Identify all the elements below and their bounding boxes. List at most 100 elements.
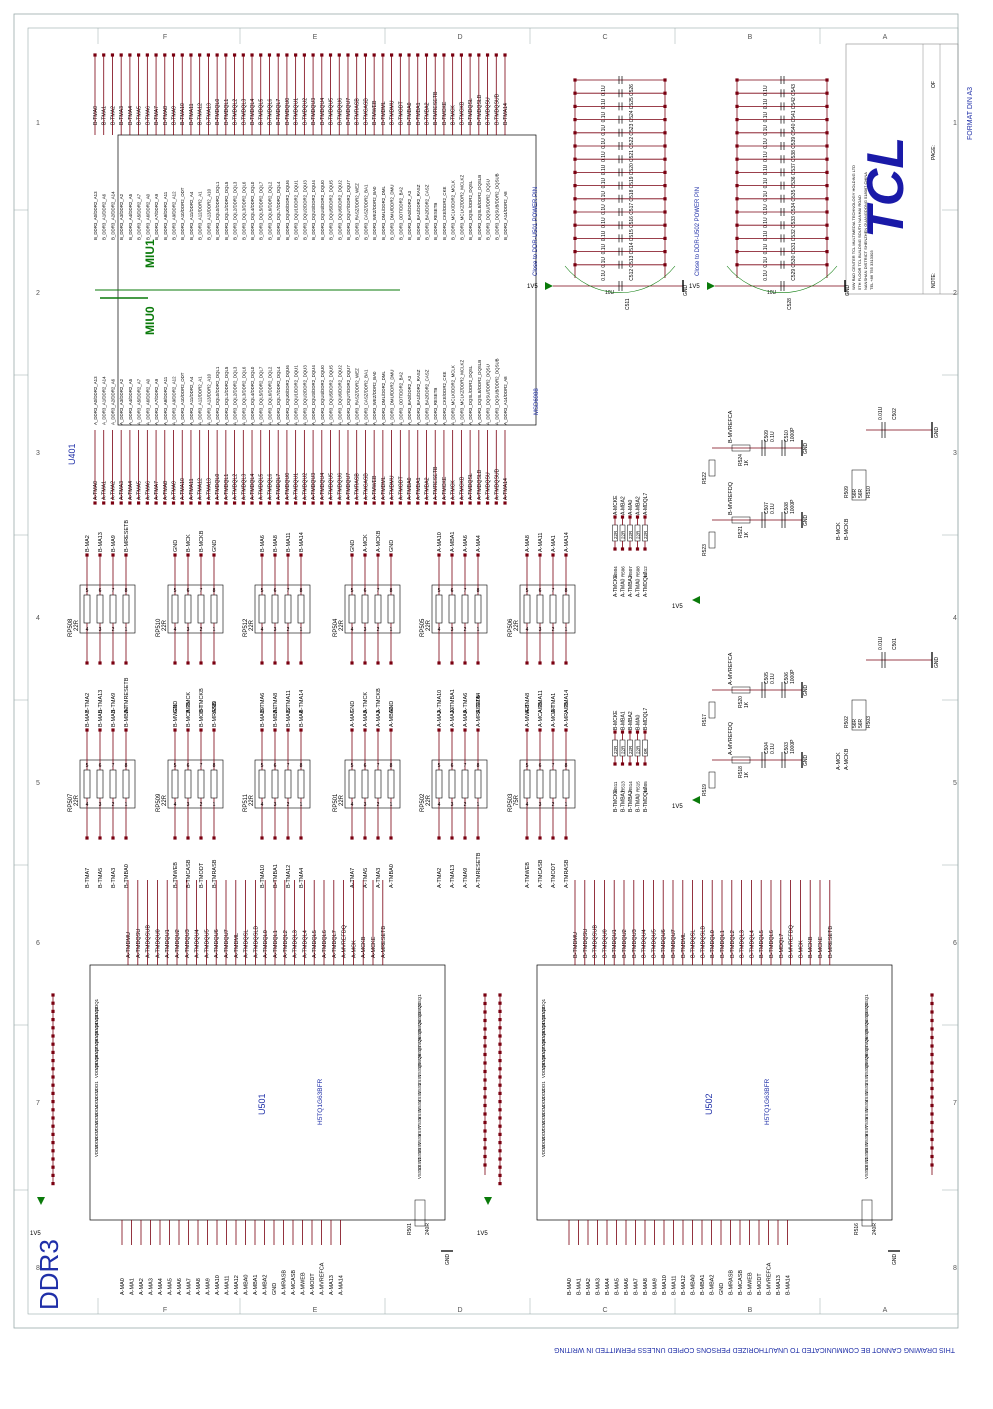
u401-b-net: B-TMDQL4 bbox=[250, 99, 256, 125]
rpack-pin-num: 4 bbox=[526, 627, 529, 633]
u401-a-net: A-TMDQL2 bbox=[233, 474, 239, 500]
cap-ref: C522 bbox=[629, 137, 635, 149]
rpack-value: 22R bbox=[249, 794, 255, 806]
rpack-pin bbox=[363, 728, 367, 732]
u401-b-pin-name: B_DDR3_DQL4/DDR2_DQL0 bbox=[250, 181, 255, 240]
u401-b-net: B-TMDQU6 bbox=[337, 98, 343, 125]
vref-cap-ref: C508 bbox=[784, 502, 790, 514]
rpack-pin bbox=[273, 553, 277, 557]
rpack-net-b: B-TMA5 bbox=[98, 868, 104, 888]
rpack-pin bbox=[186, 728, 190, 732]
u401-b-pin-name: B_DDR3_A14/DDR2_A8 bbox=[503, 191, 508, 240]
chip-pwr-pin: VDD2 bbox=[94, 1089, 99, 1101]
rpack-pin bbox=[437, 836, 441, 840]
chip-data-net: A-MVREFDQ bbox=[342, 924, 348, 958]
u401-b-net: B-TMWEB bbox=[372, 100, 378, 125]
u401-b-pin-name: B_DDR3_DML/DDR2_DML bbox=[381, 186, 386, 240]
chip-pwr-pin: VDDQ9 bbox=[94, 1062, 99, 1078]
u401-b-net: B-TMDQL2 bbox=[233, 99, 239, 125]
rpack-pin-num: 8 bbox=[300, 588, 303, 594]
rpack-net-b: B-TMBA1 bbox=[273, 864, 279, 888]
cap-value: 0.1U bbox=[763, 98, 769, 109]
chip-data-net: B-TMDQU5 bbox=[651, 929, 657, 958]
chip-pwr-pin: VDDQ8 bbox=[541, 1054, 546, 1070]
rpack-net-b: A-TMA3 bbox=[376, 868, 382, 888]
u401-b-pin-name: B_DDR3_A1/DDR2_A6 bbox=[102, 193, 107, 240]
cap-ref: C529 bbox=[791, 269, 797, 281]
cap-value: 0.1U bbox=[601, 270, 607, 281]
rpack-net-b: A-TMA14 bbox=[564, 690, 570, 713]
chip-pwr-pin: VDDQ1 bbox=[541, 998, 546, 1014]
term-ref: R510 bbox=[866, 486, 872, 498]
rpack-pin bbox=[199, 836, 203, 840]
rpack-net-b: B-TMA12 bbox=[286, 865, 292, 888]
cap-value: 0.1U bbox=[601, 125, 607, 136]
chip-addr-net: A-MA5 bbox=[168, 1278, 174, 1295]
chip-addr-net: B-MA2 bbox=[586, 1278, 592, 1295]
chip-data-net: A-MCKE bbox=[371, 936, 377, 958]
chip-pwr-pin: VDD9 bbox=[94, 1145, 99, 1157]
rpack-pin-num: 1 bbox=[213, 627, 216, 633]
rpack-pin bbox=[437, 661, 441, 665]
rpack-element bbox=[210, 769, 218, 799]
chip-gnd-pin: VSS12 bbox=[864, 1165, 869, 1179]
chip-pwr-pin: VDD3 bbox=[541, 1097, 546, 1109]
rpack-element bbox=[284, 769, 292, 799]
rpack-pin bbox=[199, 661, 203, 665]
chip-data-net: B-TMDQL5 bbox=[759, 930, 765, 958]
cap-ref: C518 bbox=[629, 189, 635, 201]
u401-a-pin-name: A_DDR3_BA1/DDR2_RASZ bbox=[416, 369, 421, 425]
chip-addr-net: B-MA14 bbox=[786, 1275, 792, 1295]
vref-res-ref: R520 bbox=[738, 696, 744, 708]
u401-a-net: A-TMBA1 bbox=[416, 477, 422, 500]
u401-b-pin-name: B_DDR3_A3/DDR2_A2 bbox=[119, 193, 124, 240]
rpack-pin bbox=[199, 728, 203, 732]
rpack-ref: RP511 bbox=[243, 793, 249, 812]
chip-data-net: B-TMDQSL bbox=[691, 930, 697, 958]
rpack-net-a: B-MRASB bbox=[212, 702, 218, 727]
term-ref: R503 bbox=[866, 716, 872, 728]
series-net-left: B-TMBA2 bbox=[628, 790, 634, 812]
decap-note: Close to DDR-U502 POWER PIN bbox=[695, 187, 701, 276]
u401-a-net: A-TMA6 bbox=[145, 481, 151, 500]
u401-b-pin-name: B_DDR3_A4/DDR2_A5 bbox=[128, 193, 133, 240]
rpack-net-a: B-MCASB bbox=[186, 702, 192, 727]
rpack-pin-num: 8 bbox=[565, 588, 568, 594]
rpack-pin-num: 7 bbox=[552, 763, 555, 769]
cap-value: 0.1U bbox=[601, 98, 607, 109]
rpack-pin bbox=[273, 661, 277, 665]
u401-a-pin-name: A_DDR3_DQL6/DDR2_DQL2 bbox=[267, 366, 272, 425]
rpack-net-b: A-TMCKB bbox=[376, 688, 382, 713]
u401-a-pin bbox=[407, 501, 411, 505]
rpack-pin bbox=[260, 553, 264, 557]
chip-addr-net: A-MA13 bbox=[329, 1275, 335, 1295]
u401-a-pin-name: A_DDR3_A1/DDR2_A14 bbox=[102, 376, 107, 425]
chip-addr-net: B-MA0 bbox=[567, 1278, 573, 1295]
chip-data-net: B-TMDQL3 bbox=[740, 930, 746, 958]
series-ref: R513 bbox=[621, 781, 626, 792]
u401-b-net: B-TMODT bbox=[398, 101, 404, 125]
rpack-element bbox=[258, 594, 266, 624]
rpack-pin-num: 1 bbox=[213, 802, 216, 808]
series-ref: R511 bbox=[613, 781, 618, 792]
chip-pwr-pin: VDD7 bbox=[541, 1129, 546, 1141]
u401-a-net: A-TMA7 bbox=[154, 481, 160, 500]
chip-data-net: A-TMDQU1 bbox=[165, 929, 171, 958]
page-label: PAGE: bbox=[931, 145, 937, 160]
rpack-net-a: A-MA13 bbox=[450, 707, 456, 727]
vref-res-val: 1K bbox=[744, 459, 750, 466]
u401-a-net: A-TMCKE bbox=[442, 476, 448, 500]
chip-addr-net: A-MA10 bbox=[215, 1275, 221, 1295]
rpack-pin bbox=[525, 553, 529, 557]
u401-a-net: A-TMDQL5 bbox=[259, 474, 265, 500]
u401-b-net: B-TMA12 bbox=[198, 103, 204, 125]
term-ref: R509 bbox=[844, 486, 850, 498]
chip-gnd-pin: VSSQ7 bbox=[864, 1045, 869, 1060]
vref-res bbox=[731, 516, 751, 524]
u401-a-net: A-TMDQU7 bbox=[346, 473, 352, 500]
vref-res-ref: R524 bbox=[738, 454, 744, 466]
rpack-pin bbox=[98, 661, 102, 665]
rpack-pin bbox=[85, 661, 89, 665]
u401-b-pin-name: B_DDR3_RASZ/DDR2_WEZ bbox=[355, 183, 360, 240]
rpack-pin-num: 5 bbox=[174, 588, 177, 594]
